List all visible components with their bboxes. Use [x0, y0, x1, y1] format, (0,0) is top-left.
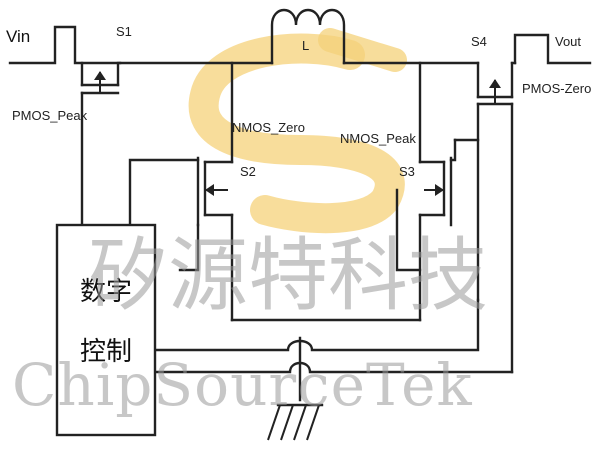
- nmos-zero-label: NMOS_Zero: [232, 120, 305, 135]
- controller-line1: 数字: [80, 277, 132, 307]
- switch-s2-nmos-zero: [128, 61, 234, 322]
- s3-label: S3: [399, 164, 415, 179]
- watermark-chinese: 矽源特科技: [88, 229, 488, 322]
- watermark-english: ChipSourceTek: [12, 351, 473, 419]
- pmos-peak-label: PMOS_Peak: [12, 108, 88, 123]
- watermark: 矽源特科技 ChipSourceTek: [12, 229, 488, 419]
- ground-icon: [267, 403, 324, 441]
- pmos-zero-label: PMOS-Zero: [522, 81, 591, 96]
- nmos-peak-label: NMOS_Peak: [340, 131, 416, 146]
- inductor-label: L: [302, 38, 309, 53]
- vin-label: Vin: [6, 27, 30, 46]
- watermark-logo: [188, 28, 407, 234]
- switch-s3-nmos-peak: [395, 61, 457, 322]
- s1-label: S1: [116, 24, 132, 39]
- inductor-l: [270, 8, 346, 65]
- switch-s1-pmos-peak: [80, 61, 120, 227]
- controller-line2: 控制: [80, 337, 132, 367]
- digital-control-block: 数字 控制: [55, 223, 157, 437]
- control-lines: [153, 102, 514, 402]
- s2-label: S2: [240, 164, 256, 179]
- vout-label: Vout: [555, 34, 581, 49]
- switch-s4-pmos-zero: [476, 61, 514, 374]
- s4-label: S4: [471, 34, 487, 49]
